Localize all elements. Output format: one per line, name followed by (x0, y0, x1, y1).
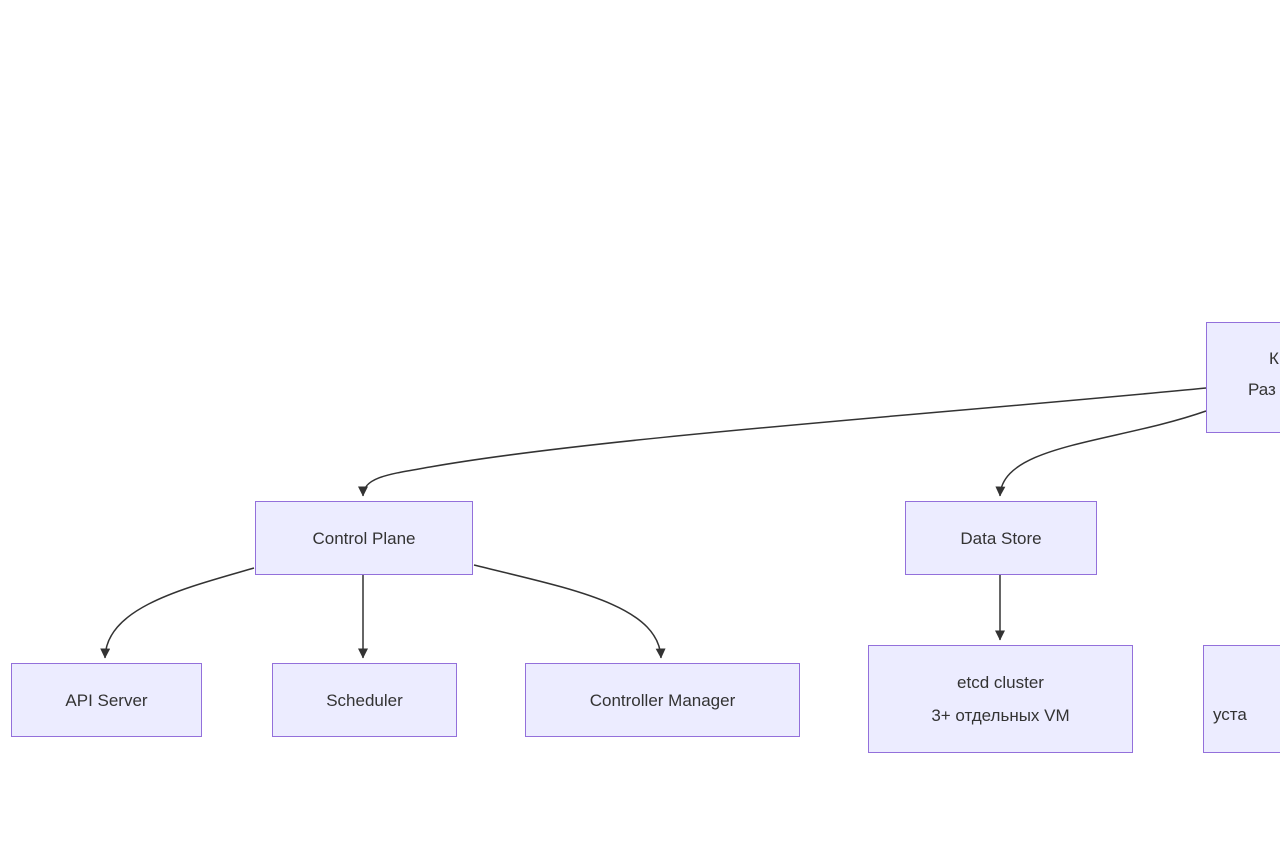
node-etcd-cluster-label-line1: etcd cluster (957, 673, 1044, 692)
node-data-store-label: Data Store (960, 528, 1042, 548)
node-root-label-line1: К (1269, 349, 1279, 368)
node-bottom-right-clipped: уста (1203, 645, 1280, 753)
node-controller-manager-label: Controller Manager (589, 690, 736, 710)
node-api-server: API Server (11, 663, 202, 737)
node-control-plane-label: Control Plane (312, 528, 416, 548)
node-etcd-cluster: etcd cluster 3+ отдельных VM (868, 645, 1133, 753)
edge-control-plane-to-api-server (100, 567, 255, 659)
node-control-plane: Control Plane (255, 501, 473, 575)
node-scheduler: Scheduler (272, 663, 457, 737)
node-api-server-label: API Server (65, 690, 148, 710)
node-data-store: Data Store (905, 501, 1097, 575)
node-bottom-right-label-line2: уста (1213, 705, 1247, 724)
node-root-clipped: К Раз (1206, 322, 1280, 433)
node-scheduler-label: Scheduler (326, 690, 403, 710)
edge-root-to-control-plane (358, 387, 1207, 497)
edge-control-plane-to-controller-manager (473, 564, 666, 659)
node-root-label-line2: Раз (1248, 380, 1276, 399)
node-etcd-cluster-label-line2: 3+ отдельных VM (931, 706, 1070, 725)
node-controller-manager: Controller Manager (525, 663, 800, 737)
edge-root-to-data-store (995, 410, 1207, 497)
